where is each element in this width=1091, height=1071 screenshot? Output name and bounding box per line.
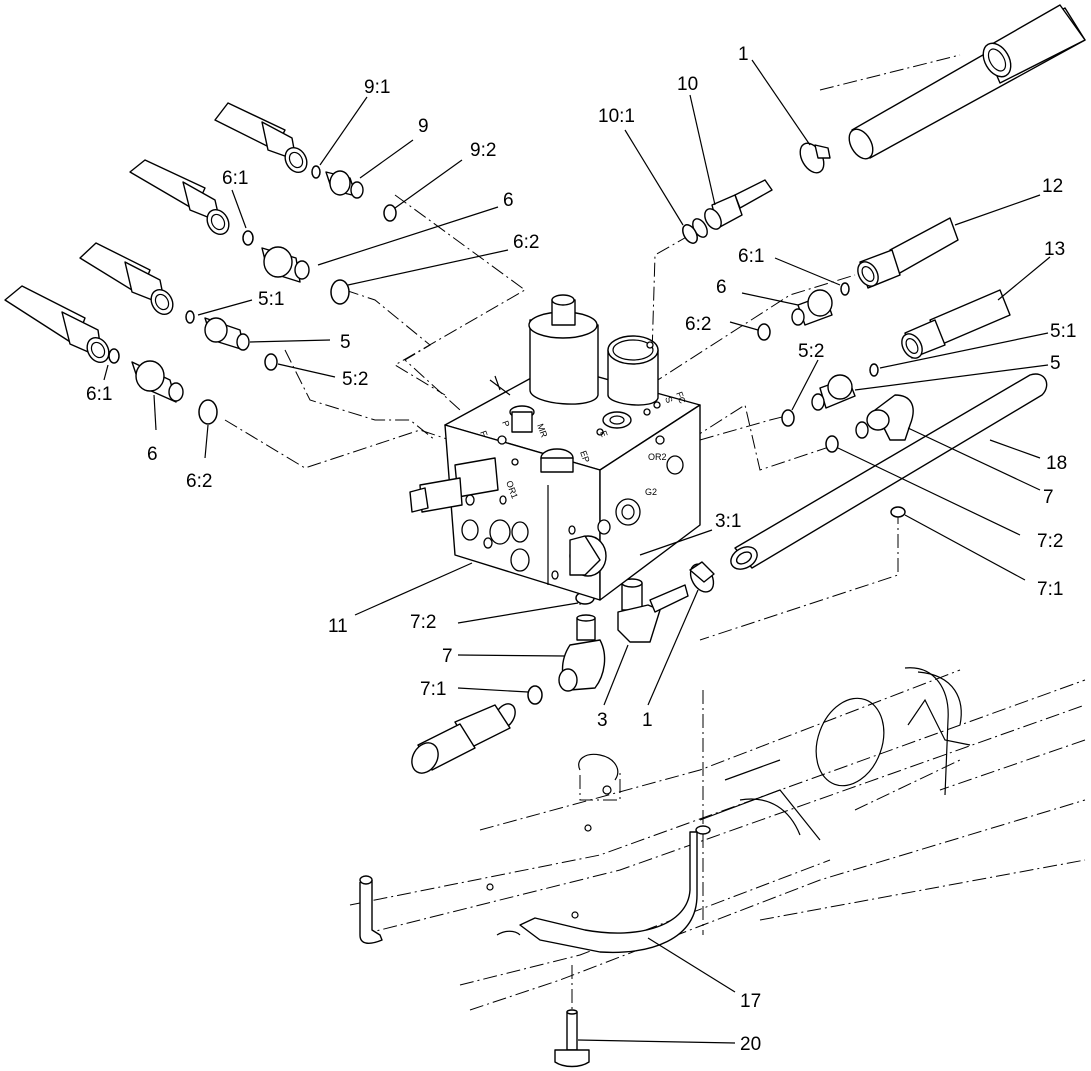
- o-ring-9-2: [383, 204, 397, 222]
- o-ring-7-2-right: [825, 435, 839, 453]
- callout-7-b: 7: [442, 646, 453, 667]
- hose-clamp-1-bottom: [689, 561, 715, 593]
- fitting-6-right: [791, 289, 833, 326]
- stamp-e: E: [598, 429, 609, 438]
- frame-rail: [349, 667, 1086, 1011]
- callout-5-1-a: 5:1: [258, 289, 284, 310]
- fitting-5-right: [811, 374, 856, 411]
- callout-5-2-a: 5:2: [342, 369, 368, 390]
- elbow-7-bottom: [558, 614, 606, 692]
- stamp-or2: OR2: [648, 452, 667, 462]
- callout-5-2-r: 5:2: [798, 341, 824, 362]
- callout-6-a: 6: [503, 190, 514, 211]
- callout-7-r: 7: [1043, 487, 1054, 508]
- manifold-11: OR1 OR2 G2 MR EP FC P E S F: [409, 294, 701, 601]
- fitting-5-left: [204, 317, 250, 351]
- callout-labels: 9:1 9 9:2 10:1 10 1 6:1 6 6:2 5:1 5 5:2 …: [86, 44, 1076, 1055]
- callout-7-2-r: 7:2: [1037, 531, 1063, 552]
- callout-6-r: 6: [716, 277, 727, 298]
- stamp-p: P: [500, 419, 511, 428]
- callout-12: 12: [1042, 176, 1063, 197]
- o-ring-6-1-right: [840, 282, 850, 296]
- bolt-20: [554, 1009, 590, 1068]
- o-ring-5-1-right: [869, 363, 879, 377]
- callout-5-1-r: 5:1: [1050, 321, 1076, 342]
- fitting-3: [617, 578, 689, 643]
- callout-6-2-a: 6:2: [513, 232, 539, 253]
- callout-7-1-r: 7:1: [1037, 579, 1063, 600]
- hose-bottom: [411, 703, 516, 774]
- stamp-ep: EP: [578, 449, 592, 464]
- o-ring-5-2-right: [781, 409, 795, 427]
- callout-11: 11: [328, 616, 348, 637]
- hose-5: [79, 242, 174, 316]
- bracket-17: [359, 825, 711, 954]
- hose-13: [901, 289, 1011, 359]
- callout-3: 3: [597, 710, 608, 731]
- callout-6-1-a: 6:1: [222, 168, 248, 189]
- stamp-s: S: [663, 395, 674, 404]
- hose-clamp-1-top: [799, 142, 831, 174]
- fitting-6-upper: [261, 246, 310, 283]
- callout-6-1-r: 6:1: [738, 246, 764, 267]
- callout-6-1-b: 6:1: [86, 384, 112, 405]
- callout-10-1: 10:1: [598, 106, 635, 127]
- o-ring-10-1: [682, 224, 698, 244]
- stamp-mr: MR: [535, 422, 549, 439]
- o-ring-6-1-upper: [242, 230, 254, 246]
- stamp-g2: G2: [645, 487, 657, 497]
- callout-6-2-r: 6:2: [685, 314, 711, 335]
- elbow-7-right: [855, 394, 914, 441]
- o-ring-6-2-upper: [330, 279, 350, 305]
- callout-7-1-b: 7:1: [420, 679, 446, 700]
- tube-18: [730, 373, 1048, 570]
- callout-13: 13: [1044, 239, 1065, 260]
- hose-6-upper: [129, 159, 230, 236]
- fitting-6-lower: [131, 360, 184, 403]
- callout-9-1: 9:1: [364, 77, 390, 98]
- fitting-9: [325, 170, 364, 199]
- o-ring-6-2-right: [757, 323, 771, 341]
- hose-9: [214, 102, 308, 174]
- stamp-f: F: [478, 429, 489, 438]
- o-ring-6-1-lower: [108, 348, 120, 364]
- callout-5-r: 5: [1050, 353, 1061, 374]
- callout-18: 18: [1046, 453, 1067, 474]
- o-ring-7-1-bottom: [527, 685, 543, 705]
- callout-9-2: 9:2: [470, 140, 496, 161]
- hose-6-lower: [4, 285, 110, 364]
- callout-7-2-b: 7:2: [410, 612, 436, 633]
- callout-5-a: 5: [340, 332, 351, 353]
- o-ring-7-1-right: [890, 506, 906, 518]
- callout-1-top: 1: [738, 44, 749, 65]
- callout-9: 9: [418, 116, 429, 137]
- o-ring-5-1-left: [185, 310, 195, 324]
- leader-lines: [103, 59, 1051, 1044]
- tube-top: [848, 4, 1086, 160]
- stamp-fc: FC: [674, 390, 688, 405]
- callout-3-1: 3:1: [715, 511, 741, 532]
- hose-12: [857, 217, 959, 289]
- callout-1-bottom: 1: [642, 710, 653, 731]
- callout-17: 17: [740, 991, 761, 1012]
- callout-6-2-b: 6:2: [186, 471, 212, 492]
- o-ring-6-2-lower: [198, 399, 218, 425]
- o-ring-5-2-left: [264, 353, 278, 371]
- callout-6-b: 6: [147, 444, 158, 465]
- callout-10: 10: [677, 74, 698, 95]
- fitting-10: [692, 179, 773, 238]
- callout-20: 20: [740, 1034, 761, 1055]
- o-ring-9-1: [311, 165, 321, 179]
